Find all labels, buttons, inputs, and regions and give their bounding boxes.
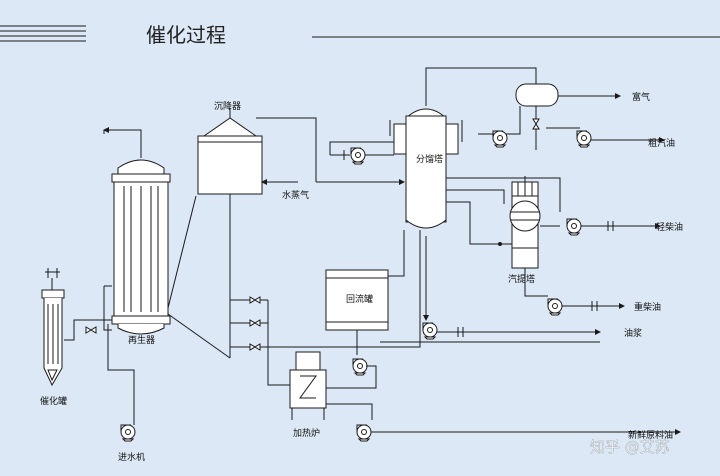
label-heating-furnace: 加热炉	[293, 427, 320, 439]
reflux-pump	[350, 147, 366, 165]
fresh-feed-pump	[356, 424, 372, 442]
stripper	[509, 176, 541, 269]
fractionator	[389, 108, 463, 229]
valve-gasoline	[532, 118, 540, 130]
label-catalyst-tank: 催化罐	[40, 395, 67, 407]
valve-catalyst	[85, 326, 97, 334]
label-fresh-feed: 新鲜原料油	[628, 429, 673, 441]
label-water-inlet-pump: 进水机	[118, 451, 145, 463]
valve-2	[249, 319, 261, 327]
catalyst-tank	[41, 268, 65, 387]
label-settler: 沉降器	[214, 100, 241, 112]
recycle-pump	[352, 358, 368, 376]
heating-furnace	[289, 351, 327, 420]
label-recycle-tank: 回流罐	[346, 293, 373, 305]
page-title: 催化过程	[146, 23, 226, 47]
crude-gasoline-pump	[576, 130, 592, 148]
label-rich-gas: 富气	[632, 91, 650, 103]
label-stripper: 汽提塔	[508, 273, 535, 285]
label-fractionator: 分馏塔	[416, 153, 443, 165]
slurry-pump	[422, 322, 438, 340]
label-slurry-oil: 油浆	[624, 327, 642, 339]
label-regenerator: 再生器	[128, 334, 155, 346]
gas-receiver	[515, 83, 559, 107]
settler	[197, 108, 263, 195]
valve-3	[249, 343, 261, 351]
regenerator	[111, 159, 171, 335]
label-crude-gasoline: 粗汽油	[648, 137, 675, 149]
label-steam: 水蒸气	[282, 189, 309, 201]
light-diesel-pump	[566, 218, 582, 236]
gasoline-reflux-pump	[492, 130, 508, 148]
watermark: 知乎 @艾苏	[590, 438, 670, 456]
label-heavy-diesel: 重柴油	[634, 301, 661, 313]
valve-1	[249, 296, 261, 304]
heavy-diesel-pump	[547, 298, 563, 316]
label-light-diesel: 轻柴油	[656, 221, 683, 233]
water-inlet-pump	[120, 424, 136, 442]
header-stripes	[0, 25, 720, 42]
